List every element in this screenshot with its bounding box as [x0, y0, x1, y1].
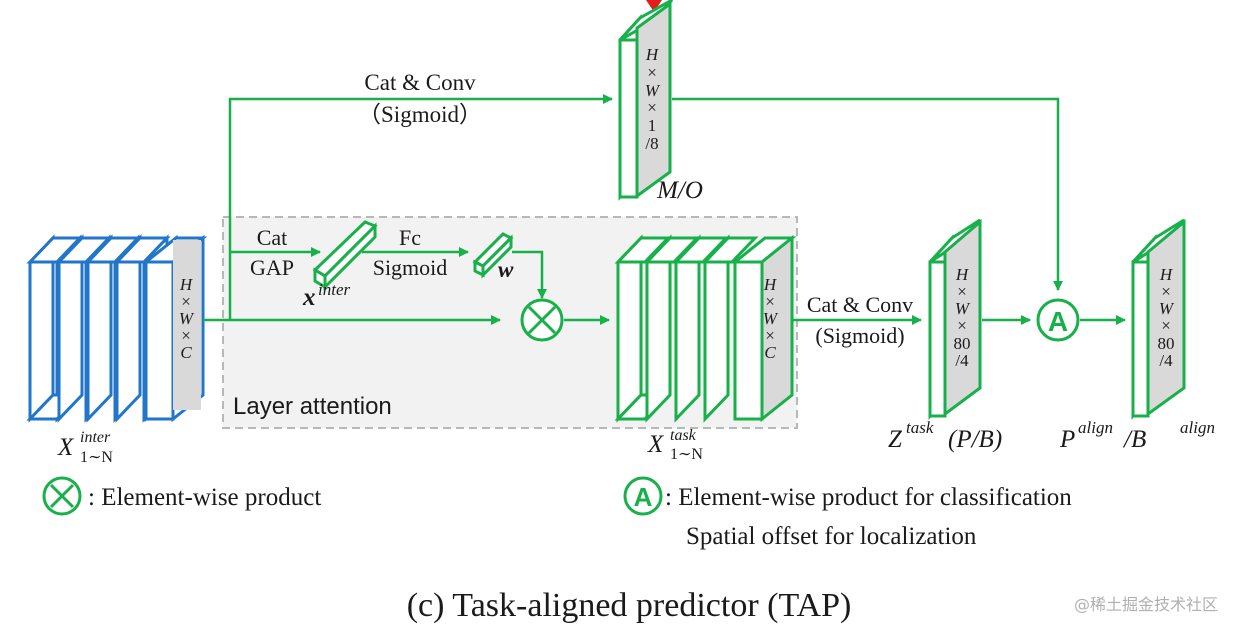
legend-align-text-1: : Element-wise product for classificatio… — [665, 484, 1072, 511]
w-label: w — [498, 257, 514, 282]
svg-text:/8: /8 — [645, 134, 658, 153]
p-align-block — [1131, 218, 1186, 420]
svg-text:W: W — [179, 309, 195, 328]
legend-align-symbol: A — [623, 476, 663, 516]
x-inter-vector — [312, 220, 378, 291]
z-dims: H × W × 80 /4 — [954, 265, 971, 370]
svg-text:×: × — [181, 326, 191, 345]
svg-text:×: × — [957, 316, 967, 335]
svg-text:P: P — [1059, 426, 1075, 453]
input-label: X inter 1∼N — [57, 429, 113, 466]
x-inter-label: x inter — [302, 280, 350, 311]
svg-text:C: C — [764, 343, 776, 362]
svg-text:W: W — [1159, 299, 1175, 318]
svg-text:1∼N: 1∼N — [670, 446, 703, 463]
product-operator — [520, 298, 564, 342]
watermark: @稀土掘金技术社区 — [1074, 595, 1218, 614]
svg-text:×: × — [647, 63, 657, 82]
svg-text:X: X — [57, 434, 75, 461]
svg-text:A: A — [634, 482, 653, 512]
svg-text:X: X — [647, 431, 665, 458]
svg-text:(P/B): (P/B) — [948, 426, 1002, 453]
p-dims: H × W × 80 /4 — [1158, 265, 1175, 370]
svg-text:W: W — [645, 81, 661, 100]
fc-label: Fc — [399, 225, 421, 250]
sigmoid-top-label: （Sigmoid） — [358, 102, 482, 127]
align-operator: A — [1036, 298, 1080, 342]
svg-text:W: W — [955, 299, 971, 318]
sigmoid-right-label: (Sigmoid) — [815, 323, 904, 348]
svg-text:/4: /4 — [955, 351, 969, 370]
svg-text:80: 80 — [1158, 334, 1175, 353]
task-dims: H × W × C — [763, 275, 779, 362]
svg-text:inter: inter — [80, 429, 111, 446]
w-vector — [472, 232, 514, 279]
task-feature-stack — [614, 234, 797, 423]
svg-text:×: × — [647, 98, 657, 117]
w-down-arrow — [512, 250, 547, 299]
svg-text:task: task — [670, 427, 697, 444]
svg-text:x: x — [302, 284, 316, 311]
svg-text:80: 80 — [954, 334, 971, 353]
cat-conv-mid-label: Cat & Conv — [807, 292, 913, 317]
svg-text:align: align — [1180, 418, 1215, 437]
connections — [203, 94, 1126, 325]
figure-caption: (c) Task-aligned predictor (TAP) — [407, 587, 852, 624]
svg-text:×: × — [1161, 316, 1171, 335]
svg-text:H: H — [1159, 265, 1174, 284]
svg-text:×: × — [765, 326, 775, 345]
z-task-block — [928, 218, 982, 420]
legend-product-text: : Element-wise product — [88, 484, 321, 511]
z-label: Z task (P/B) — [888, 418, 1002, 453]
svg-text:W: W — [763, 309, 779, 328]
svg-text:×: × — [765, 292, 775, 311]
svg-text:H: H — [645, 45, 660, 64]
mo-label: M/O — [656, 177, 703, 204]
svg-text:1∼N: 1∼N — [80, 449, 113, 466]
svg-text:/B: /B — [1122, 426, 1146, 453]
svg-text:A: A — [1048, 306, 1068, 337]
svg-text:×: × — [1161, 282, 1171, 301]
legend-product-symbol — [42, 476, 82, 516]
mo-dims: H × W × 1 /8 — [645, 45, 661, 153]
svg-text:×: × — [957, 282, 967, 301]
svg-text:×: × — [181, 292, 191, 311]
task-label: X task 1∼N — [647, 427, 703, 463]
legend-align-text-2: Spatial offset for localization — [686, 523, 977, 550]
mo-block — [618, 0, 674, 201]
svg-text:H: H — [955, 265, 970, 284]
red-arrow-tip — [646, 0, 662, 12]
svg-text:1: 1 — [648, 116, 657, 135]
svg-text:H: H — [763, 275, 778, 294]
mo-to-align-line — [672, 97, 1063, 291]
layer-attention-label: Layer attention — [233, 393, 392, 420]
branch-up-line — [228, 94, 613, 320]
gap-label: GAP — [250, 255, 294, 280]
cat-conv-top-label: Cat & Conv — [364, 70, 476, 95]
svg-text:task: task — [906, 418, 934, 437]
svg-text:align: align — [1078, 418, 1113, 437]
svg-text:Z: Z — [888, 426, 903, 453]
svg-text:inter: inter — [318, 280, 350, 299]
cat-label: Cat — [257, 225, 288, 250]
p-label: P align /B align — [1059, 418, 1215, 453]
input-feature-stack — [26, 234, 208, 423]
sigmoid-mid-label: Sigmoid — [373, 255, 448, 280]
svg-text:H: H — [179, 275, 194, 294]
svg-text:C: C — [180, 343, 192, 362]
svg-text:/4: /4 — [1159, 351, 1173, 370]
input-dims: H × W × C — [179, 275, 195, 362]
